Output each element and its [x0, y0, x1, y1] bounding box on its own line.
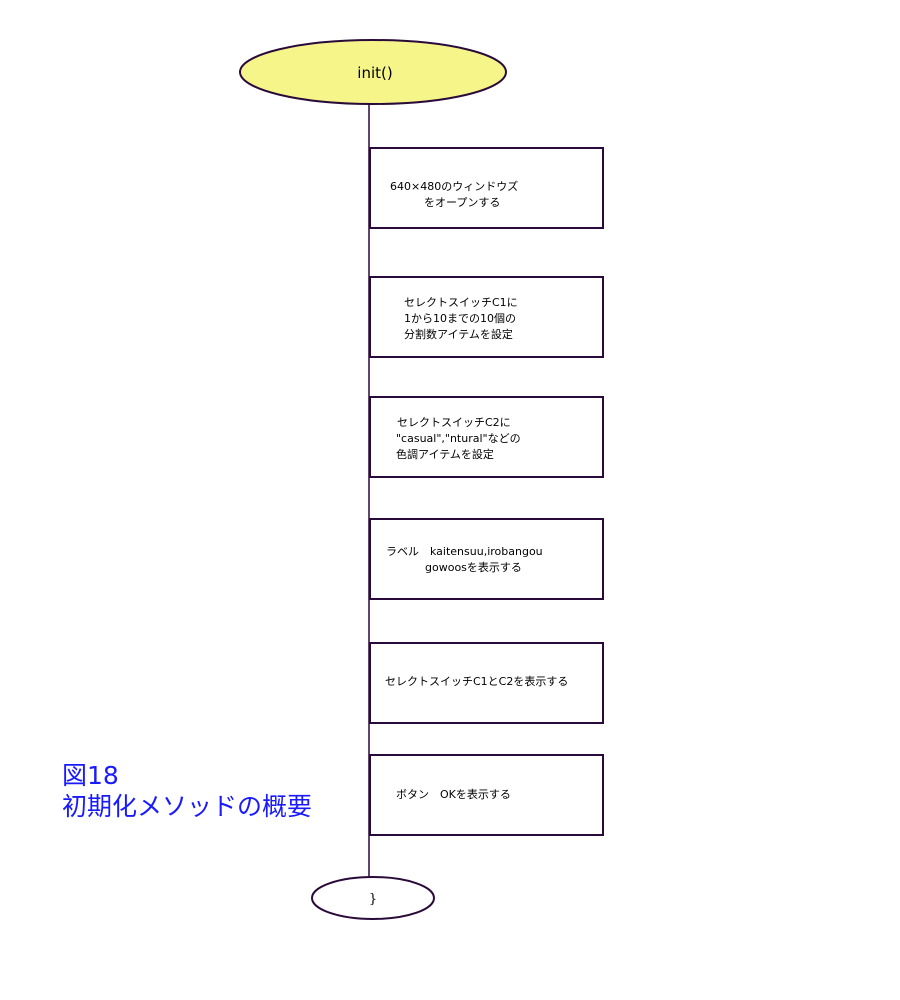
- process-step-1-line-2: をオープンする: [424, 196, 500, 209]
- process-step-2-line-1: セレクトスイッチC1に: [404, 296, 518, 309]
- process-step-4: ラベル kaitensuu,irobangou gowoosを表示する: [369, 518, 604, 600]
- process-step-4-box: [369, 518, 604, 600]
- process-step-2-box: [369, 276, 604, 358]
- process-step-4-line-2: gowoosを表示する: [425, 560, 522, 574]
- process-step-5-line-1: セレクトスイッチC1とC2を表示する: [385, 674, 568, 688]
- figure-caption: 図18 初期化メソッドの概要: [62, 760, 312, 822]
- start-terminal-label: init(): [357, 64, 392, 82]
- process-step-1: 640×480のウィンドウズ をオープンする: [369, 147, 604, 229]
- process-step-5-box: [369, 642, 604, 724]
- start-terminal-shape: [239, 39, 507, 105]
- start-terminal: init(): [239, 39, 507, 105]
- figure-title: 初期化メソッドの概要: [62, 792, 313, 821]
- process-step-1-box: [369, 147, 604, 229]
- process-step-6: ボタン OKを表示する: [369, 754, 604, 836]
- process-step-3-line-2: "casual","ntural"などの: [396, 432, 521, 445]
- process-step-3-line-1: セレクトスイッチC2に: [397, 416, 511, 429]
- process-step-5: セレクトスイッチC1とC2を表示する: [369, 642, 604, 724]
- end-terminal-shape: [311, 876, 435, 920]
- figure-number: 図18: [62, 761, 119, 790]
- process-step-2-line-2: 1から10までの10個の: [404, 312, 516, 325]
- process-step-3: セレクトスイッチC2に "casual","ntural"などの 色調アイテムを…: [369, 396, 604, 478]
- end-terminal-label: }: [369, 892, 377, 907]
- process-step-2: セレクトスイッチC1に 1から10までの10個の 分割数アイテムを設定: [369, 276, 604, 358]
- process-step-4-line-1: ラベル kaitensuu,irobangou: [386, 545, 543, 558]
- end-terminal: }: [311, 876, 435, 920]
- process-step-1-line-1: 640×480のウィンドウズ: [390, 179, 518, 193]
- process-step-6-line-1: ボタン OKを表示する: [396, 787, 511, 801]
- process-step-3-line-3: 色調アイテムを設定: [396, 447, 494, 461]
- process-step-6-box: [369, 754, 604, 836]
- process-step-2-line-3: 分割数アイテムを設定: [404, 327, 513, 341]
- process-step-3-box: [369, 396, 604, 478]
